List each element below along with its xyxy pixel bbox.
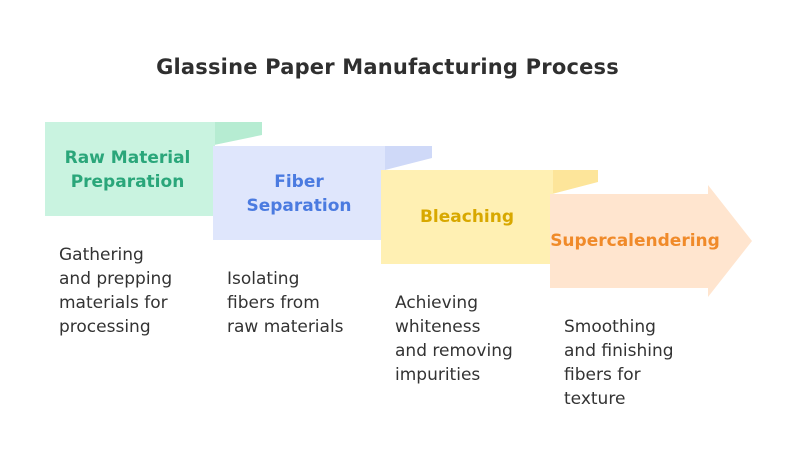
step-3-label: Bleaching [419,207,515,227]
step-4-description: Smoothing and finishing fibers for textu… [564,317,674,409]
step-4-label: Supercalendering [550,231,720,251]
diagram-title: Glassine Paper Manufacturing Process [156,55,619,79]
step-1-description: Gathering and prepping materials for pro… [59,245,173,337]
step-2-description: Isolating fibers from raw materials [227,269,344,337]
step-1-box [45,122,215,216]
step-2-flap [385,146,432,170]
step-2-box [213,146,385,240]
step-3-description: Achieving whiteness and removing impurit… [395,293,513,385]
step-3-flap [552,170,598,194]
step-2-label: Fiber Separation [246,172,352,216]
step-3-box [381,170,553,264]
step-1-label: Raw Material Preparation [64,148,191,192]
step-1-flap [210,122,262,145]
step-4-arrow [550,185,752,297]
